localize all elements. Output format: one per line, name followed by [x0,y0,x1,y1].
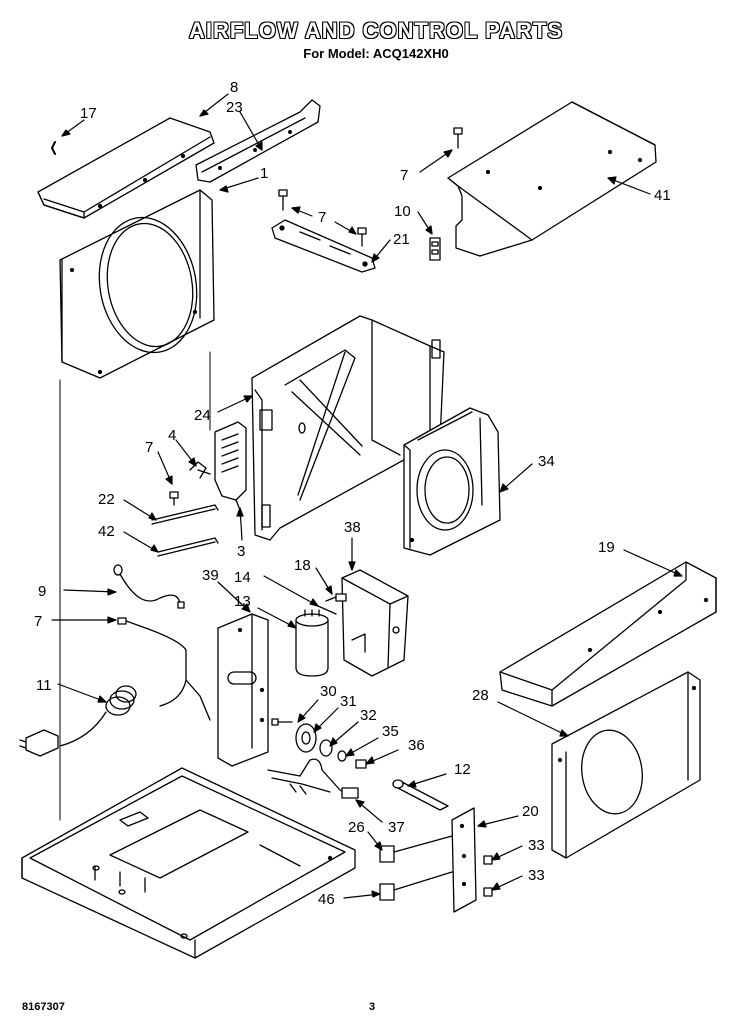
part-14-capacitor-strap [317,605,337,615]
dashed-guide-lines [59,351,211,821]
page-number: 3 [369,1001,376,1013]
part-21-bracket [271,219,376,273]
part-number: 8167307 [22,1001,65,1013]
callout-18: 18 [294,557,311,574]
callout-14: 14 [234,569,251,586]
part-13-capacitor [295,609,329,677]
part-9-sensor [113,564,185,609]
part-39-panel [217,613,269,767]
callout-35: 35 [382,723,399,740]
part-33-screws [483,855,493,897]
part-7-screw-thermostat [169,491,179,506]
part-31-fan-hub [295,723,317,753]
part-23-brace [195,99,321,183]
callout-37: 37 [388,819,405,836]
part-41-control-cover [447,101,657,257]
callout-17: 17 [80,105,97,122]
callout-39: 39 [202,567,219,584]
callout-38: 38 [344,519,361,536]
callout-28: 28 [472,687,489,704]
part-37-wire-harness [267,758,359,799]
part-4-clip [189,461,211,479]
diagram-title: AIRFLOW AND CONTROL PARTS [188,18,564,43]
callout-31: 31 [340,693,357,710]
callout-10: 10 [394,203,411,220]
part-34-blower-housing [403,407,501,556]
callout-21: 21 [393,231,410,248]
part-18-screw [325,593,347,602]
part-12-motor-shaft [392,779,449,811]
callout-labels: 17 8 23 1 7 21 7 10 41 24 7 4 22 42 3 34… [34,79,671,908]
callout-23: 23 [226,99,243,116]
callout-12: 12 [454,761,471,778]
base-pan [21,767,356,959]
part-46-switch [379,871,453,901]
model-subtitle: For Model: ACQ142XH0 [303,46,449,61]
part-32-bushing [319,739,333,757]
part-3-thermostat [214,421,247,511]
callout-46: 46 [318,891,335,908]
callout-26: 26 [348,819,365,836]
part-20-motor-plate [451,807,477,913]
part-8-top-deflector [37,117,215,219]
callout-33: 33 [528,837,545,854]
callout-33: 33 [528,867,545,884]
callout-11: 11 [36,677,52,694]
part-42-rod [157,537,219,557]
callout-20: 20 [522,803,539,820]
part-35-washer [337,750,347,762]
part-22-rod [151,504,219,525]
callout-3: 3 [237,543,245,560]
callout-41: 41 [654,187,671,204]
part-7-screws-upper [278,127,463,247]
callout-7: 7 [34,613,42,630]
callout-7: 7 [145,439,153,456]
part-10-switch [429,237,441,261]
callout-19: 19 [598,539,615,556]
leader-lines [51,93,683,899]
part-38-control-box [341,569,409,677]
callout-36: 36 [408,737,425,754]
part-19-rear-cover [499,561,717,707]
part-7-ground-screw [117,617,141,627]
callout-13: 13 [234,593,251,610]
part-1-shroud [59,189,215,379]
part-26-switch [379,835,453,863]
callout-22: 22 [98,491,115,508]
callout-9: 9 [38,583,46,600]
part-24-partition [251,315,445,541]
callout-7: 7 [318,209,326,226]
callout-7: 7 [400,167,408,184]
callout-1: 1 [260,165,268,182]
callout-32: 32 [360,707,377,724]
callout-8: 8 [230,79,238,96]
part-30-screw [271,718,293,726]
part-11-power-cord [19,625,211,757]
callout-34: 34 [538,453,555,470]
callout-4: 4 [168,427,176,444]
part-28-condenser-shroud [551,671,701,859]
part-36-nut [355,759,367,769]
callout-42: 42 [98,523,115,540]
part-17-clip [51,141,56,155]
callout-24: 24 [194,407,211,424]
callout-30: 30 [320,683,337,700]
